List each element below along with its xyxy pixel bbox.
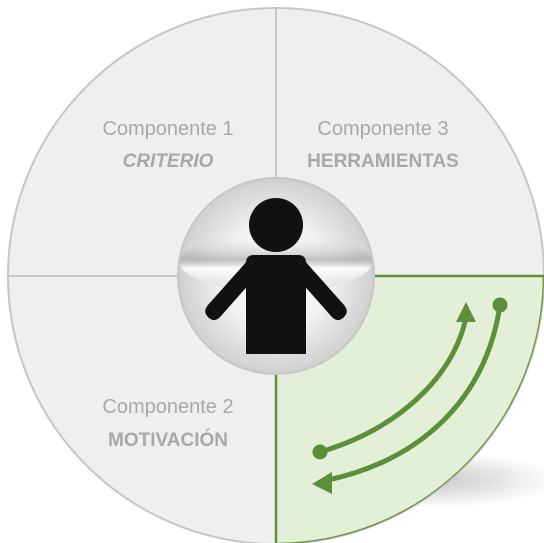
quadrant-top-right-title: Componente 3 bbox=[317, 118, 448, 140]
quadrant-top-left-subtitle: CRITERIO bbox=[123, 151, 214, 172]
arrow-down-path bbox=[327, 304, 503, 483]
quadrant-bottom-left-subtitle: MOTIVACIÓN bbox=[108, 429, 228, 451]
arrow-down-head-icon bbox=[312, 472, 332, 494]
quadrant-bottom-left-title: Componente 2 bbox=[102, 396, 233, 418]
quadrant-top-right-subtitle: HERRAMIENTAS bbox=[307, 151, 459, 172]
arrow-up-path bbox=[319, 317, 469, 455]
arrow-down-start-dot bbox=[492, 297, 508, 313]
arrow-up-start-dot bbox=[312, 444, 328, 460]
quadrant-top-left-title: Componente 1 bbox=[102, 118, 233, 140]
cycle-arrows bbox=[312, 297, 508, 494]
person-icon bbox=[205, 198, 347, 354]
arrow-up-head-icon bbox=[456, 302, 476, 322]
